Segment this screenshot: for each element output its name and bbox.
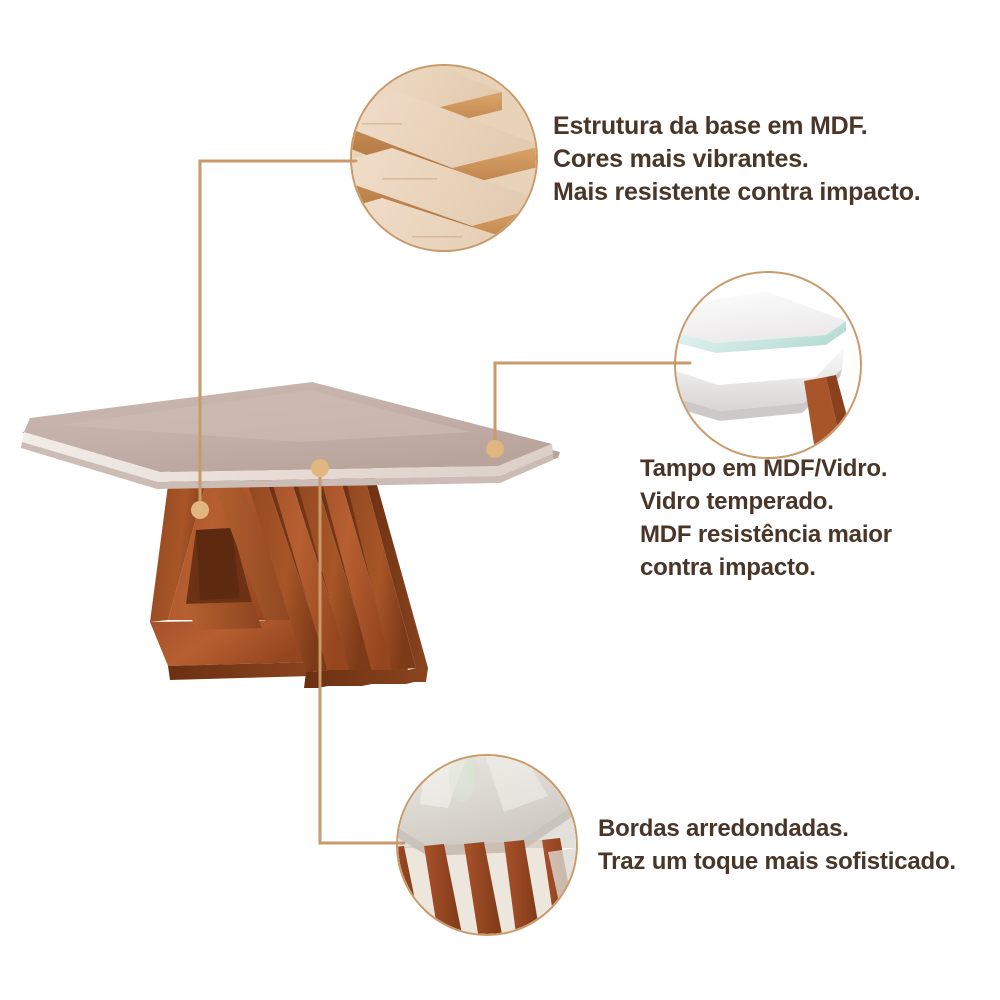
tabletop-glass-corner-photo (676, 273, 860, 457)
callout-text-line: Vidro temperado. (640, 488, 834, 515)
callout-text-rounded-edges: Bordas arredondadas. Traz um toque mais … (598, 812, 956, 878)
callout-text-tabletop: Tampo em MDF/Vidro. Vidro temperado. MDF… (640, 452, 892, 584)
table-top (21, 382, 560, 489)
callout-text-line: MDF resistência maior (640, 521, 892, 548)
product-table-illustration (0, 370, 560, 750)
callout-text-line: Cores mais vibrantes. (553, 145, 809, 173)
callout-circle-rounded-edges[interactable] (398, 756, 576, 934)
callout-circle-mdf-base[interactable] (352, 66, 536, 250)
rounded-edge-corner-photo (398, 756, 576, 934)
callout-text-line: Mais resistente contra impacto. (553, 178, 921, 206)
callout-circle-tabletop[interactable] (676, 273, 860, 457)
callout-text-line: Estrutura da base em MDF. (553, 112, 868, 140)
table-svg (21, 382, 560, 688)
callout-text-line: contra impacto. (640, 554, 816, 581)
callout-text-line: Traz um toque mais sofisticado. (598, 848, 956, 875)
callout-text-line: Bordas arredondadas. (598, 815, 849, 842)
callout-text-mdf-base: Estrutura da base em MDF. Cores mais vib… (553, 110, 921, 209)
mdf-board-stack-photo (352, 66, 536, 250)
callout-text-line: Tampo em MDF/Vidro. (640, 455, 888, 482)
